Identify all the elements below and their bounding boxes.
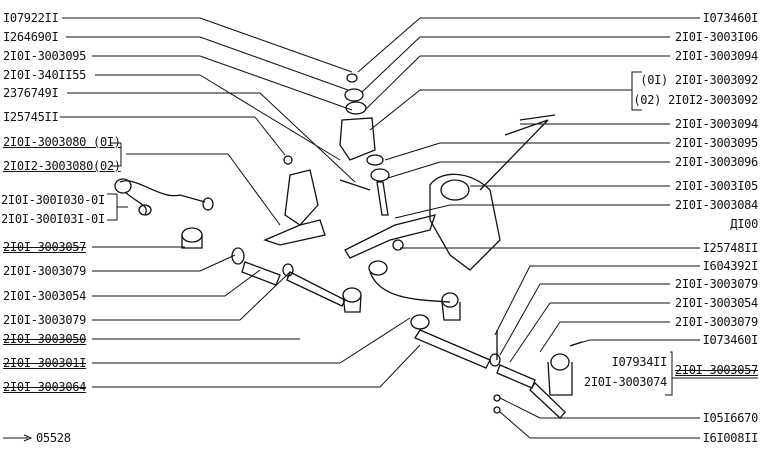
arrow-reference-label: 05528	[36, 431, 71, 445]
part-label: 2I0I-3003064	[3, 380, 87, 394]
part-label: I6I008II	[702, 431, 759, 445]
part-label: 2I0I-3003080 (0I)	[3, 135, 121, 149]
part-label: 2I0I-3003054	[3, 289, 87, 303]
part-label: 2I0I-3003079	[3, 313, 87, 327]
part-label: 2I0I2-3003080(02)	[3, 159, 121, 173]
steering-column-parts	[339, 73, 556, 271]
part-label: I264690I	[3, 30, 59, 44]
part-label: 2I0I-3003084	[674, 198, 758, 212]
part-label: 2I0I-3003096	[674, 155, 758, 169]
part-label: I05I6670	[702, 411, 759, 425]
part-label: 2I0I-3003079	[674, 315, 758, 329]
part-label: 2I0I-3003079	[3, 264, 87, 278]
part-label: 2I0I-3003057	[3, 240, 87, 254]
part-label: I25748II	[702, 241, 759, 255]
part-label: 2I0I-3003095	[3, 49, 87, 63]
part-label: 2I0I-3003074	[583, 375, 667, 389]
part-label: I604392I	[702, 259, 759, 273]
left-leader-lines	[60, 17, 421, 388]
part-label: 2I0I-300301I	[3, 356, 87, 370]
part-label: I073460I	[702, 333, 759, 347]
tie-rods	[181, 227, 583, 419]
part-label: 2I0I-3003057	[674, 363, 758, 377]
part-label: 2I0I-3003094	[674, 117, 758, 131]
part-label: I073460I	[702, 11, 759, 25]
part-label: (0I) 2I0I-3003092	[640, 73, 758, 87]
part-label: 2I0I-3003I06	[674, 30, 758, 44]
part-label: I07934II	[611, 355, 668, 369]
part-label: 2I0I-3003079	[674, 277, 758, 291]
part-label: 2376749I	[3, 86, 59, 100]
part-label: (02) 2I0I2-3003092	[633, 93, 758, 107]
part-label: 2I0I-300I03I-0I	[1, 212, 105, 226]
part-label: I07922II	[3, 11, 59, 25]
part-label: 2I0I-340II55	[3, 68, 87, 82]
arrow-symbol-05528	[3, 434, 33, 442]
pitman-arm-bracket	[114, 155, 326, 246]
part-label: 2I0I-3003094	[674, 49, 758, 63]
part-label: 2I0I-3003I05	[674, 179, 758, 193]
part-label: 2I0I-3003054	[674, 296, 758, 310]
part-label: ДI00	[730, 217, 758, 231]
part-label: I25745II	[3, 110, 59, 124]
part-label: 2I0I-3003050	[3, 332, 87, 346]
part-label: 2I0I-300I030-0I	[1, 193, 105, 207]
part-label: 2I0I-3003095	[674, 136, 758, 150]
